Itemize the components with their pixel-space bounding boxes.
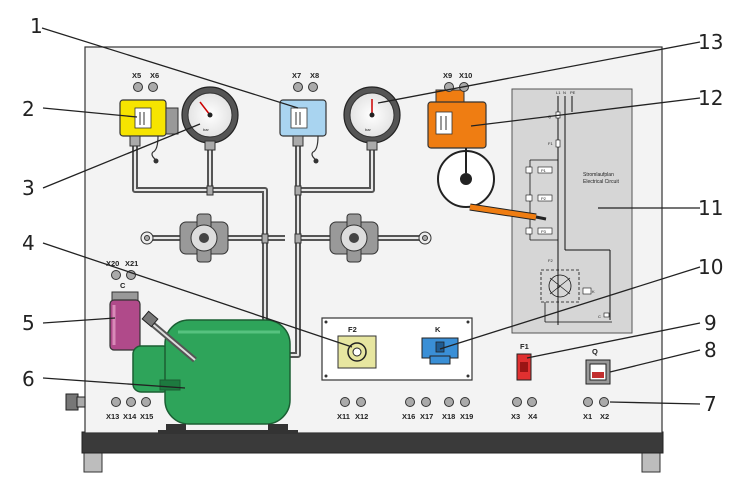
compressor [132, 310, 298, 434]
terminal-x7: X7 [292, 71, 301, 80]
terminal-x5: X5 [132, 71, 141, 80]
terminal-x20: X20 [106, 259, 119, 268]
callout-6: 6 [22, 367, 35, 391]
circuit-pe-label: PE [570, 90, 576, 95]
circuit-k-label: K [592, 289, 595, 294]
terminal-x16: X16 [402, 412, 415, 421]
switch-label: Q [592, 347, 598, 356]
terminal-x6: X6 [150, 71, 159, 80]
circuit-m-label: M [557, 284, 560, 289]
circuit-p1-label: P1 [541, 168, 547, 173]
circuit-diagram: L1 N PE Q F1 P1 P2 P3 F2 M K C S [511, 88, 633, 334]
gauge-left-unit: bar [203, 127, 209, 132]
callout-1: 1 [30, 14, 43, 38]
blue-pressure-switch [279, 99, 327, 164]
base-feet-left [83, 451, 103, 473]
base-board [81, 431, 664, 454]
callout-leaders [41, 27, 701, 405]
gauge-right-unit: bar [365, 127, 371, 132]
terminals [111, 82, 609, 407]
terminal-x14: X14 [123, 412, 137, 421]
callout-10: 10 [698, 255, 723, 279]
terminal-x9: X9 [443, 71, 452, 80]
terminal-x19: X19 [460, 412, 473, 421]
terminal-x17: X17 [420, 412, 433, 421]
terminal-x4: X4 [528, 412, 538, 421]
terminal-x3: X3 [511, 412, 520, 421]
fuse-box-label: F2 [348, 325, 357, 334]
circuit-p2-label: P2 [541, 196, 547, 201]
callout-2: 2 [22, 97, 35, 121]
pipe-fittings [140, 185, 432, 245]
terminal-x8: X8 [310, 71, 319, 80]
terminal-x1: X1 [583, 412, 592, 421]
orange-thermostat [427, 89, 547, 221]
terminal-x10: X10 [459, 71, 472, 80]
terminal-x2: X2 [600, 412, 609, 421]
callout-9: 9 [704, 311, 717, 335]
circuit-f2-label: F2 [548, 258, 553, 263]
callout-12: 12 [698, 86, 723, 110]
terminal-x21: X21 [125, 259, 138, 268]
filter-label: C [120, 281, 126, 290]
base-feet-right [641, 451, 661, 473]
terminal-x13: X13 [106, 412, 119, 421]
callout-4: 4 [22, 231, 35, 255]
callout-13: 13 [698, 30, 723, 54]
terminal-x18: X18 [442, 412, 455, 421]
sight-glass-left [179, 213, 229, 263]
callout-7: 7 [704, 392, 717, 416]
pressure-gauge-left: bar [181, 86, 239, 151]
circuit-f1-label: F1 [548, 141, 553, 146]
fuse-f1-label: F1 [520, 342, 529, 351]
circuit-n-label: N [563, 90, 566, 95]
circuit-title-en: Electrical Circuit [583, 179, 619, 185]
circuit-l1-label: L1 [556, 90, 561, 95]
filter-drier: C [109, 281, 141, 351]
terminal-x12: X12 [355, 412, 368, 421]
side-connector [65, 393, 86, 411]
circuit-p3-label: P3 [541, 229, 547, 234]
callout-3: 3 [22, 176, 35, 200]
control-box: F2 K [321, 317, 473, 381]
callout-8: 8 [704, 338, 717, 362]
sight-glass-right [329, 213, 379, 263]
terminal-x15: X15 [140, 412, 153, 421]
callout-5: 5 [22, 311, 35, 335]
callout-11: 11 [698, 196, 723, 220]
contactor-label: K [435, 325, 441, 334]
circuit-title-de: Stromlaufplan [583, 172, 614, 178]
circuit-c-label: C [598, 314, 601, 319]
fuse-f1: F1 [516, 342, 532, 381]
terminal-x11: X11 [337, 412, 350, 421]
yellow-pressure-switch [119, 99, 179, 164]
